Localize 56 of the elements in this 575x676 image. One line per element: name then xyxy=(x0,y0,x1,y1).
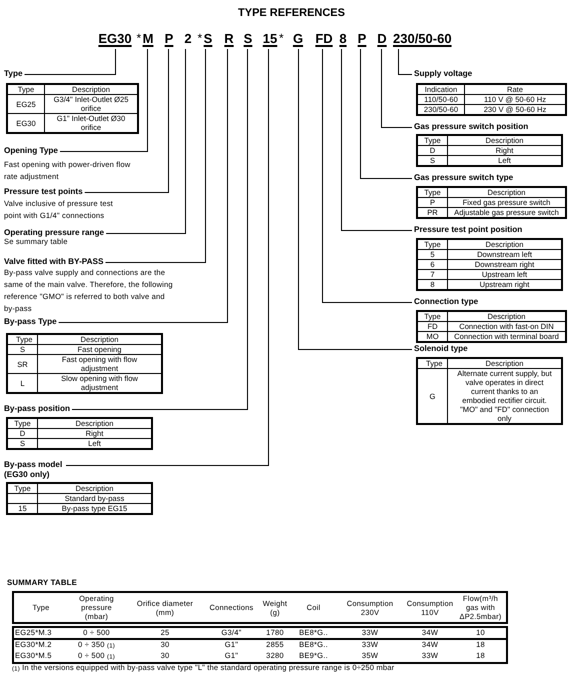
reference-table xyxy=(6,417,153,450)
reference-table xyxy=(416,134,563,167)
reference-table xyxy=(416,238,563,291)
type-code-label: M xyxy=(142,31,154,49)
reference-table xyxy=(6,482,153,515)
asterisk: * xyxy=(136,31,142,46)
section-heading: Solenoid type xyxy=(412,344,470,354)
leader-line xyxy=(58,48,228,323)
diagram-title: TYPE REFERENCES xyxy=(238,7,345,20)
type-code-label: 2 xyxy=(184,31,192,49)
reference-table xyxy=(416,310,567,343)
leader-line xyxy=(71,48,248,410)
type-code-label: D xyxy=(377,31,387,49)
section-heading: By-pass model (EG30 only) xyxy=(2,460,66,480)
leader-line xyxy=(24,48,116,75)
leader-line xyxy=(341,48,412,231)
leader-line xyxy=(106,48,186,234)
type-code-label: 8 xyxy=(339,31,347,49)
leader-line xyxy=(381,48,412,128)
section-heading: Valve fitted with BY-PASS xyxy=(2,257,106,267)
type-code-label: 15 xyxy=(262,31,278,49)
reference-table xyxy=(416,186,567,219)
section-heading: Gas pressure switch type xyxy=(412,173,516,183)
section-heading: By-pass Type xyxy=(2,317,59,327)
type-code-label: S xyxy=(244,31,252,49)
type-code-label: G xyxy=(292,31,304,49)
type-code-label: R xyxy=(224,31,234,49)
leader-line xyxy=(84,48,169,193)
section-heading: Connection type xyxy=(412,297,480,307)
asterisk: * xyxy=(279,31,284,46)
section-heading: Supply voltage xyxy=(412,69,474,79)
section-heading: Opening Type xyxy=(2,146,60,156)
reference-table xyxy=(416,83,567,116)
type-code-label: P xyxy=(164,31,174,49)
section-heading: Operating pressure range xyxy=(2,228,106,238)
leader-line xyxy=(322,48,412,303)
type-code-label: 230/50-60 xyxy=(393,31,452,49)
type-code-label: EG30 xyxy=(98,31,132,49)
leader-line xyxy=(360,48,412,179)
leader-line xyxy=(398,48,412,75)
leader-line xyxy=(59,48,148,152)
leader-line xyxy=(298,48,412,350)
type-code-label: FD xyxy=(315,31,333,49)
asterisk: * xyxy=(198,31,202,46)
type-code-label: P xyxy=(358,31,366,49)
type-code-label: S xyxy=(204,31,212,49)
section-heading: Type xyxy=(2,69,25,79)
section-heading: By-pass position xyxy=(2,404,72,414)
section-heading: Pressure test point position xyxy=(412,225,524,235)
reference-table xyxy=(416,357,563,425)
reference-table xyxy=(6,333,163,394)
leader-line xyxy=(66,48,269,466)
section-heading: Pressure test points xyxy=(2,187,85,197)
section-heading: Gas pressure switch position xyxy=(412,122,530,132)
reference-table xyxy=(6,83,139,134)
leader-line xyxy=(104,48,206,263)
